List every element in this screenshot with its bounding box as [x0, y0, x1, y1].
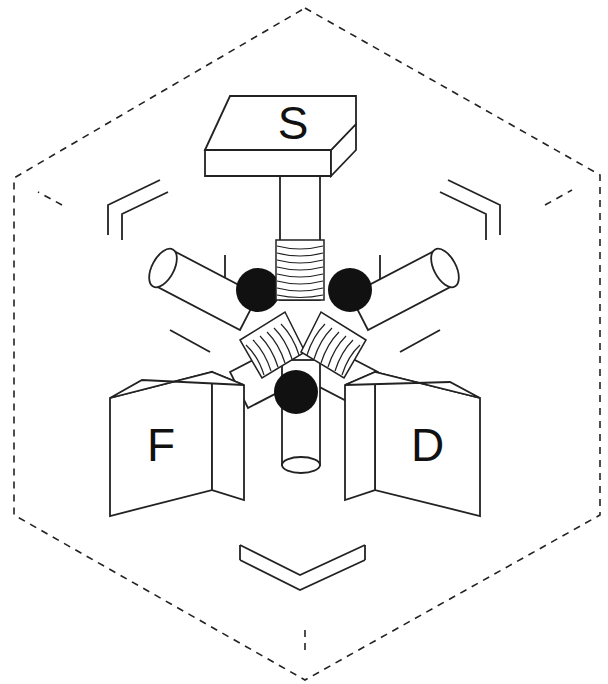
yoke-bracket — [108, 180, 500, 590]
pole-block — [110, 372, 244, 516]
pole-label-box: F — [112, 390, 210, 500]
pole-letter: S — [278, 100, 309, 146]
pole-label-box: D — [377, 390, 478, 500]
coil-winding — [246, 246, 360, 375]
cube-outline — [14, 8, 600, 680]
pole-block — [205, 96, 356, 176]
pole-block — [345, 372, 480, 516]
pole-letter: D — [411, 422, 444, 468]
pole-label-box: S — [232, 98, 354, 148]
pole-letter: F — [147, 422, 175, 468]
coil — [240, 240, 366, 378]
